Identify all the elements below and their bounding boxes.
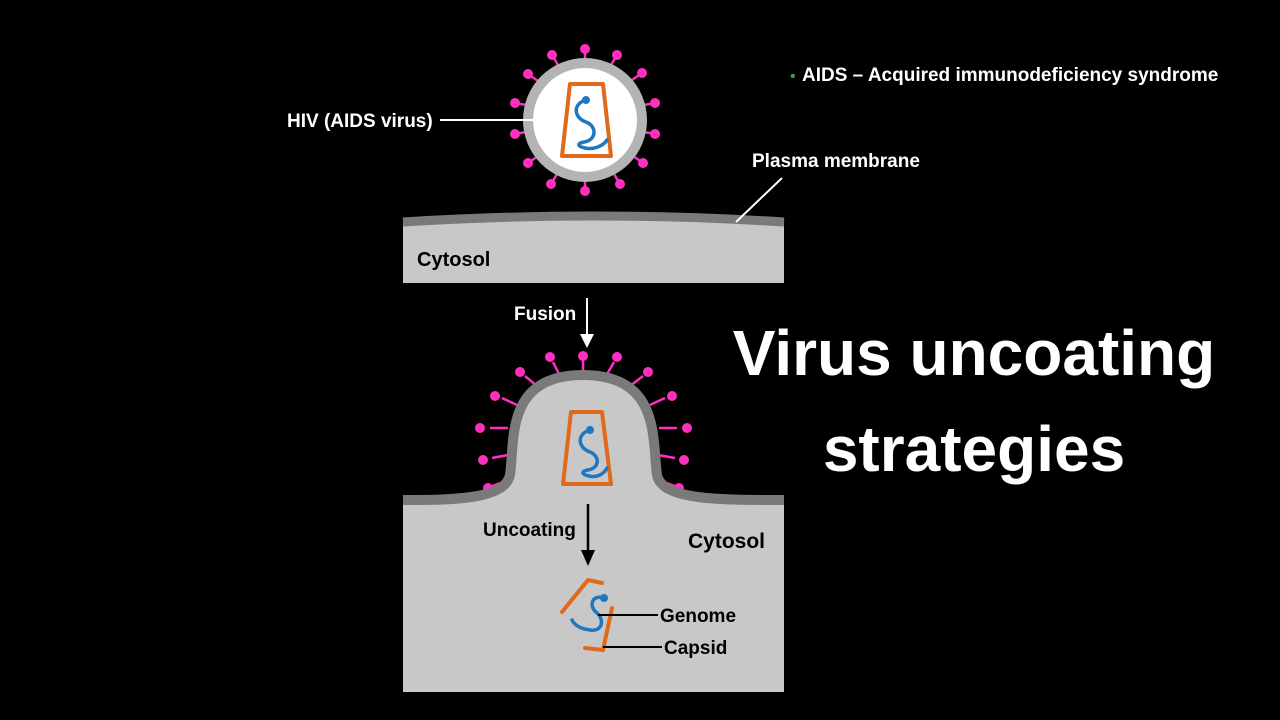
- definition-bullet: •: [790, 68, 796, 85]
- title-line-1: Virus uncoating: [733, 317, 1215, 389]
- hiv-virus-free: [510, 44, 660, 196]
- hiv-label: HIV (AIDS virus): [287, 111, 433, 132]
- plasma-membrane-label: Plasma membrane: [752, 151, 920, 172]
- fusion-label: Fusion: [514, 304, 576, 325]
- bottom-cell: Uncoating Cytosol Genome Capsid: [402, 351, 785, 692]
- page-title: Virus uncoating strategies: [733, 317, 1215, 485]
- plasma-membrane-pointer-line: [735, 177, 783, 223]
- released-capsid: [560, 578, 614, 652]
- free-virus-capsid: [560, 82, 613, 158]
- title-line-2: strategies: [823, 413, 1125, 485]
- top-cytosol: [403, 216, 784, 283]
- definition-text: AIDS – Acquired immunodeficiency syndrom…: [802, 65, 1218, 86]
- released-genome: [570, 594, 608, 632]
- cytosol-top-label: Cytosol: [417, 249, 490, 271]
- bottom-cytosol: [403, 375, 784, 692]
- uncoating-arrow: [581, 504, 595, 566]
- bottom-plasma-membrane: [402, 369, 785, 505]
- uncoating-label: Uncoating: [483, 520, 576, 541]
- genome-label: Genome: [660, 606, 736, 627]
- top-cell: Cytosol: [402, 211, 785, 283]
- free-virus-spikes: [510, 44, 660, 196]
- free-virus-genome: [574, 96, 609, 151]
- definition: • AIDS – Acquired immunodeficiency syndr…: [790, 65, 1218, 86]
- capsid-label: Capsid: [664, 638, 727, 659]
- cytosol-bottom-label: Cytosol: [688, 530, 765, 553]
- top-plasma-membrane: [402, 211, 785, 227]
- fusion-arrow: [580, 298, 594, 348]
- fused-genome: [578, 426, 609, 479]
- fused-capsid: [561, 410, 613, 486]
